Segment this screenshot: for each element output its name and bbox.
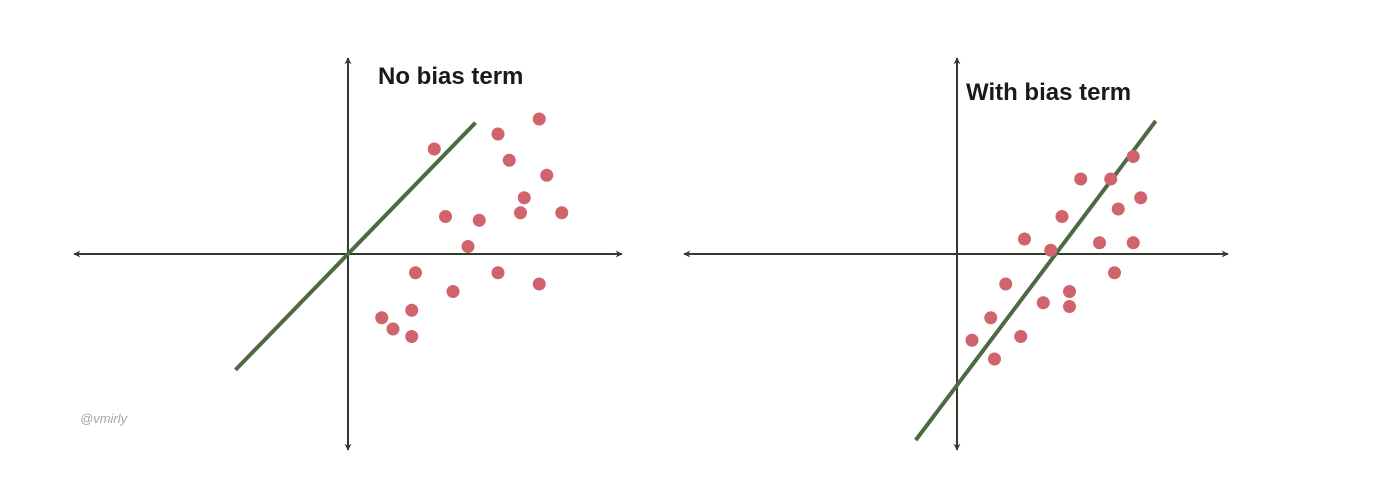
data-point bbox=[491, 266, 505, 280]
panel-no-bias: No bias term @vmirly bbox=[73, 57, 623, 451]
data-point bbox=[532, 277, 546, 291]
data-point bbox=[1055, 210, 1069, 223]
data-point bbox=[999, 277, 1013, 291]
data-point bbox=[1014, 330, 1028, 343]
data-point bbox=[386, 322, 400, 336]
data-point bbox=[446, 285, 460, 298]
data-point bbox=[1036, 296, 1050, 310]
data-point bbox=[461, 240, 475, 253]
fit-line bbox=[914, 119, 1158, 442]
data-point bbox=[1093, 236, 1106, 250]
data-point bbox=[1108, 266, 1121, 280]
data-point bbox=[988, 352, 1001, 366]
data-point bbox=[502, 153, 516, 167]
data-point bbox=[965, 333, 979, 347]
data-point bbox=[984, 311, 998, 325]
panel-title: No bias term bbox=[378, 63, 523, 90]
data-point bbox=[405, 330, 419, 343]
data-point bbox=[532, 112, 546, 126]
watermark: @vmirly bbox=[80, 411, 129, 426]
data-point bbox=[1126, 150, 1140, 163]
data-point bbox=[375, 311, 389, 325]
data-point bbox=[1074, 172, 1088, 186]
data-points bbox=[965, 150, 1148, 366]
data-point bbox=[427, 142, 441, 156]
data-point bbox=[472, 213, 486, 227]
data-points bbox=[375, 112, 569, 343]
data-point bbox=[1044, 243, 1058, 257]
data-point bbox=[555, 206, 569, 220]
data-point bbox=[405, 303, 419, 317]
data-point bbox=[1126, 236, 1140, 250]
fit-line bbox=[234, 121, 477, 372]
data-point bbox=[439, 210, 452, 223]
data-point bbox=[1111, 202, 1125, 216]
data-point bbox=[1063, 300, 1076, 313]
data-point bbox=[1104, 172, 1118, 186]
data-point bbox=[1134, 191, 1148, 205]
data-point bbox=[1018, 232, 1031, 246]
data-point bbox=[517, 191, 531, 205]
data-point bbox=[514, 206, 527, 220]
panel-with-bias: With bias term bbox=[683, 57, 1229, 451]
data-point bbox=[540, 168, 554, 182]
data-point bbox=[491, 127, 505, 141]
data-point bbox=[409, 266, 422, 280]
data-point bbox=[1063, 285, 1076, 298]
panel-title: With bias term bbox=[966, 79, 1131, 106]
